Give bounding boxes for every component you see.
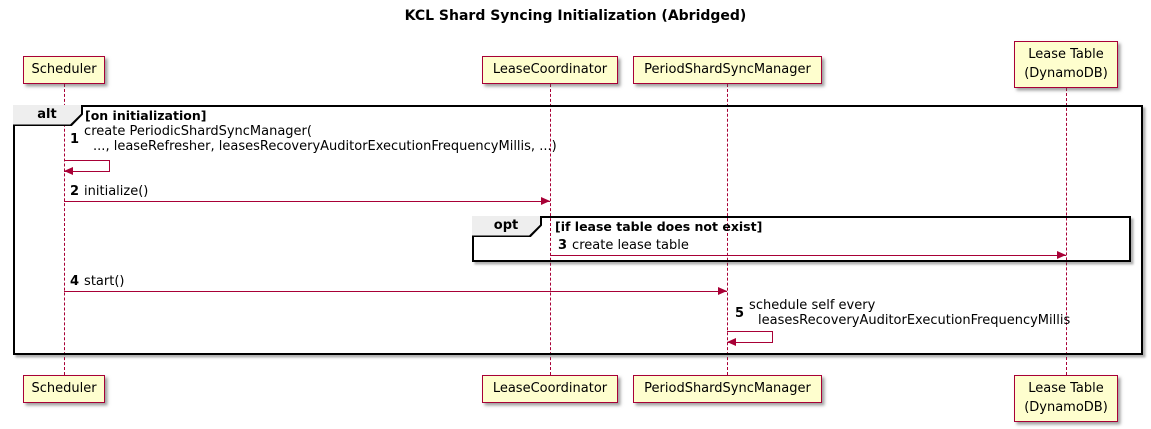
opt-frame: opt — [472, 216, 1131, 262]
participant-label: Scheduler — [31, 380, 97, 396]
diagram-title: KCL Shard Syncing Initialization (Abridg… — [404, 8, 747, 24]
message-1-self-arrow — [64, 160, 110, 172]
message-4-arrowhead — [718, 287, 727, 295]
message-2: 2 initialize() — [70, 184, 148, 199]
message-5-self-arrow — [727, 331, 773, 343]
message-3-number: 3 — [558, 238, 568, 253]
message-1-text-line1: create PeriodicShardSyncManager( — [84, 124, 312, 139]
lifeline-leasetable — [1066, 88, 1067, 375]
lifeline-scheduler — [64, 84, 65, 375]
participant-scheduler-bottom: Scheduler — [23, 375, 105, 403]
message-5-arrowhead — [727, 338, 736, 346]
participant-periodshardsyncmanager-top: PeriodShardSyncManager — [633, 56, 822, 84]
participant-label: Lease Table — [1028, 380, 1104, 396]
message-5-text-line2: leasesRecoveryAuditorExecutionFrequencyM… — [758, 313, 1071, 328]
message-3: 3 create lease table — [558, 238, 689, 253]
participant-label: (DynamoDB) — [1024, 399, 1108, 415]
participant-label: PeriodShardSyncManager — [644, 380, 811, 396]
participant-leasetable-top: Lease Table (DynamoDB) — [1014, 41, 1118, 88]
message-2-number: 2 — [70, 184, 80, 199]
participant-label: (DynamoDB) — [1024, 65, 1108, 81]
message-5-number: 5 — [735, 305, 745, 321]
alt-operator-tab: alt — [13, 105, 83, 126]
message-4-arrow — [64, 291, 727, 292]
participant-label: PeriodShardSyncManager — [644, 61, 811, 77]
participant-label: LeaseCoordinator — [492, 380, 608, 396]
participant-label: LeaseCoordinator — [492, 61, 608, 77]
alt-guard: [on initialization] — [85, 108, 207, 123]
message-4-number: 4 — [70, 274, 80, 289]
opt-operator-label: opt — [472, 216, 540, 236]
message-1: 1 create PeriodicShardSyncManager( ..., … — [70, 124, 557, 154]
participant-leasetable-bottom: Lease Table (DynamoDB) — [1014, 375, 1118, 422]
participant-leasecoordinator-top: LeaseCoordinator — [482, 56, 618, 84]
message-3-arrowhead — [1057, 251, 1066, 259]
message-4: 4 start() — [70, 274, 124, 289]
message-2-text: initialize() — [84, 184, 149, 199]
message-5: 5 schedule self every leasesRecoveryAudi… — [735, 298, 1070, 328]
opt-operator-tab: opt — [472, 216, 542, 237]
participant-label: Lease Table — [1028, 46, 1104, 62]
message-2-arrowhead — [541, 197, 550, 205]
message-1-text-line2: ..., leaseRefresher, leasesRecoveryAudit… — [93, 139, 557, 154]
participant-leasecoordinator-bottom: LeaseCoordinator — [482, 375, 618, 403]
message-4-text: start() — [84, 274, 125, 289]
message-3-text: create lease table — [572, 238, 689, 253]
alt-operator-label: alt — [13, 105, 81, 125]
participant-periodshardsyncmanager-bottom: PeriodShardSyncManager — [633, 375, 822, 403]
participant-scheduler-top: Scheduler — [23, 56, 105, 84]
alt-frame: alt — [13, 105, 1143, 355]
message-3-arrow — [550, 255, 1066, 256]
opt-guard: [if lease table does not exist] — [555, 219, 763, 234]
lifeline-leasecoordinator — [550, 84, 551, 375]
message-5-text-line1: schedule self every — [749, 298, 876, 313]
lifeline-periodshardsyncmanager — [727, 84, 728, 375]
message-1-arrowhead — [64, 167, 73, 175]
message-1-number: 1 — [70, 131, 80, 147]
message-2-arrow — [64, 201, 550, 202]
participant-label: Scheduler — [31, 61, 97, 77]
